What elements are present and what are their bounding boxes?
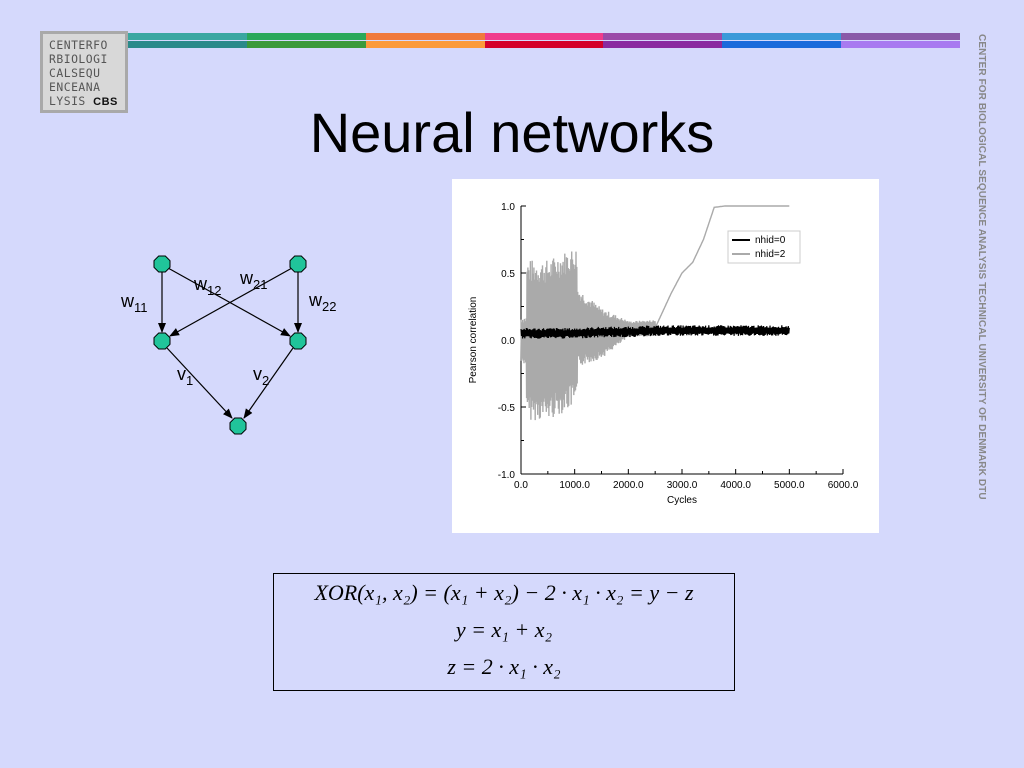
y-tick-label: -0.5 bbox=[498, 403, 516, 414]
color-stripe bbox=[128, 33, 961, 48]
stripe-bottom-row bbox=[128, 41, 961, 48]
x-tick-label: 4000.0 bbox=[720, 480, 751, 491]
logo-line-3: CALSEQU bbox=[49, 66, 101, 80]
legend-label-nhid2: nhid=2 bbox=[755, 249, 786, 260]
legend-label-nhid0: nhid=0 bbox=[755, 235, 786, 246]
label-w22: w22 bbox=[308, 290, 336, 314]
stripe-top-segment bbox=[246, 33, 366, 40]
edge-w21 bbox=[169, 267, 293, 337]
label-v1: v1 bbox=[177, 364, 193, 388]
y-tick-label: 0.5 bbox=[501, 269, 515, 280]
logo-line-1: CENTERFO bbox=[49, 38, 108, 52]
stripe-bottom-segment bbox=[246, 41, 366, 48]
logo-cbs: CBS bbox=[93, 96, 118, 108]
x-tick-label: 2000.0 bbox=[613, 480, 644, 491]
stripe-bottom-segment bbox=[603, 41, 723, 48]
label-w12: w12 bbox=[193, 274, 221, 298]
series-nhid0-line bbox=[520, 325, 790, 339]
node-hidden-1 bbox=[153, 332, 171, 350]
x-tick-label: 0.0 bbox=[514, 480, 528, 491]
side-institution-text: CENTER FOR BIOLOGICAL SEQUENCE ANALYSIS … bbox=[976, 34, 987, 500]
slide-title: Neural networks bbox=[309, 101, 715, 164]
xor-formula-box: XOR(x₁, x₂) = (x₁ + x₂) − 2 · x₁ · x₂ = … bbox=[273, 573, 735, 691]
formula-line-1: XOR(x₁, x₂) = (x₁ + x₂) − 2 · x₁ · x₂ = … bbox=[314, 580, 694, 605]
stripe-top-segment bbox=[128, 33, 247, 40]
network-diagram: w11 w12 w21 w22 v1 v2 bbox=[120, 255, 336, 435]
stripe-bottom-segment bbox=[128, 41, 247, 48]
edge-v1 bbox=[166, 347, 233, 419]
x-tick-label: 3000.0 bbox=[667, 480, 698, 491]
cbs-logo: CENTERFO RBIOLOGI CALSEQU ENCEANA LYSIS … bbox=[40, 31, 128, 113]
edge-v2 bbox=[243, 347, 294, 419]
x-tick-label: 6000.0 bbox=[828, 480, 859, 491]
node-input-2 bbox=[289, 255, 307, 273]
logo-line-4: ENCEANA bbox=[49, 80, 101, 94]
stripe-top-segment bbox=[365, 33, 485, 40]
node-hidden-2 bbox=[289, 332, 307, 350]
stripe-bottom-segment bbox=[365, 41, 485, 48]
node-output bbox=[229, 417, 247, 435]
x-axis-label: Cycles bbox=[667, 495, 697, 506]
label-v2: v2 bbox=[253, 364, 269, 388]
stripe-top-segment bbox=[484, 33, 604, 40]
label-w11: w11 bbox=[120, 291, 148, 315]
y-tick-label: 1.0 bbox=[501, 202, 515, 213]
x-tick-label: 1000.0 bbox=[559, 480, 590, 491]
stripe-top-segment bbox=[603, 33, 723, 40]
edge-w12 bbox=[167, 267, 291, 337]
stripe-top-segment bbox=[722, 33, 842, 40]
y-tick-label: -1.0 bbox=[498, 470, 516, 481]
y-tick-label: 0.0 bbox=[501, 336, 515, 347]
label-w21: w21 bbox=[239, 268, 267, 292]
series-nhid2-line bbox=[520, 205, 790, 421]
logo-line-2: RBIOLOGI bbox=[49, 52, 108, 66]
stripe-bottom-segment bbox=[841, 41, 961, 48]
stripe-top-segment bbox=[841, 33, 961, 40]
stripe-bottom-segment bbox=[484, 41, 604, 48]
legend-box bbox=[727, 230, 801, 264]
formula-line-2: y = x₁ + x₂ bbox=[455, 617, 553, 642]
stripe-bottom-segment bbox=[722, 41, 842, 48]
stripe-top-row bbox=[128, 33, 961, 40]
x-tick-label: 5000.0 bbox=[774, 480, 805, 491]
y-axis-label: Pearson correlation bbox=[468, 297, 479, 384]
formula-line-3: z = 2 · x₁ · x₂ bbox=[447, 654, 561, 679]
node-input-1 bbox=[153, 255, 171, 273]
logo-line-5: LYSIS CBS bbox=[49, 94, 118, 108]
